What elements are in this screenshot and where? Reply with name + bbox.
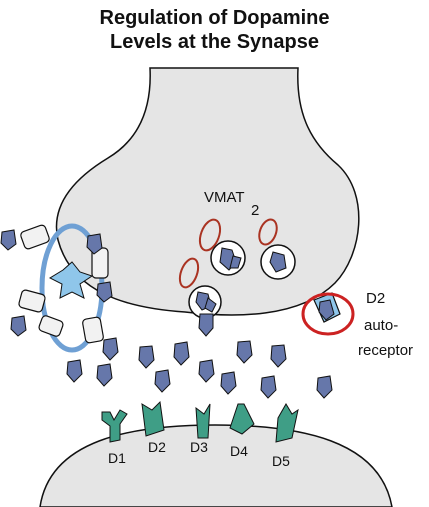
autoreceptor-label-d2: D2 — [366, 290, 385, 307]
dopamine-transporter-complex — [0, 223, 113, 353]
title-line-1: Regulation of Dopamine — [99, 7, 330, 29]
autoreceptor-label-receptor: receptor — [358, 342, 413, 359]
dopamine-molecule — [198, 313, 214, 337]
receptor-label-d5: D5 — [272, 453, 290, 469]
dopamine-molecule — [260, 375, 277, 399]
dopamine-molecule — [316, 375, 333, 399]
receptor-label-d4: D4 — [230, 443, 248, 459]
receptor-label-d2: D2 — [148, 439, 166, 455]
dopamine-molecule — [102, 337, 119, 361]
receptor-d5-shape — [275, 403, 299, 443]
receptor-label-d3: D3 — [190, 439, 208, 455]
dopamine-molecule — [198, 359, 215, 383]
vmat-label: VMAT — [204, 189, 245, 206]
receptor-d4-shape — [229, 403, 255, 435]
receptor-d3-shape — [195, 403, 211, 439]
dopamine-molecule — [173, 341, 190, 366]
dopamine-molecule — [220, 371, 237, 395]
autoreceptor-highlight-circle — [301, 292, 355, 336]
dopamine-molecule — [269, 251, 287, 273]
vmat-subscript: 2 — [251, 202, 259, 219]
dopamine-molecule — [66, 359, 83, 383]
receptor-label-d1: D1 — [108, 450, 126, 466]
dopamine-molecule — [270, 344, 287, 368]
title-line-2: Levels at the Synapse — [110, 31, 319, 53]
dopamine-molecule — [204, 297, 217, 313]
synaptic-dopamine — [66, 337, 333, 399]
receptor-labels: D1 D2 D3 D4 D5 — [108, 439, 290, 469]
receptor-d2-shape — [141, 400, 165, 437]
vmat2-transporters — [178, 218, 278, 289]
postsynaptic-receptors — [101, 400, 299, 443]
transporter-center-molecule — [48, 261, 94, 299]
dopamine-molecule — [138, 345, 155, 369]
d2-autoreceptor — [301, 292, 355, 336]
dopamine-molecule — [236, 340, 253, 364]
dopamine-molecule — [154, 369, 171, 393]
receptor-d1-shape — [101, 409, 128, 443]
dopamine-molecule — [96, 363, 113, 387]
autoreceptor-label-auto: auto- — [364, 317, 398, 334]
postsynaptic-neuron — [39, 424, 393, 507]
dopamine-molecule — [229, 255, 242, 269]
